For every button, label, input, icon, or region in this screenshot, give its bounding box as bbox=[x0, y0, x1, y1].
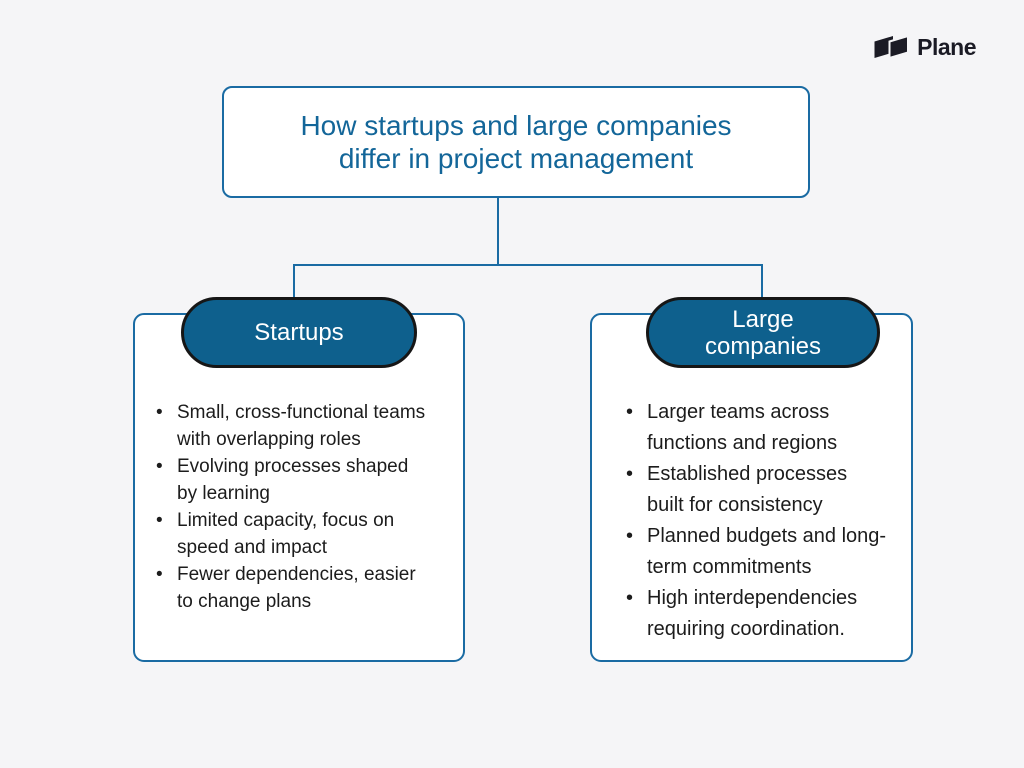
list-item: Small, cross-functional teams with overl… bbox=[156, 399, 427, 453]
title-box: How startups and large companies differ … bbox=[222, 86, 810, 198]
list-item: Established processes built for consiste… bbox=[626, 459, 887, 521]
list-item: Fewer dependencies, easier to change pla… bbox=[156, 561, 427, 615]
diagram-title-line2: differ in project management bbox=[338, 143, 694, 174]
large-companies-box: Larger teams across functions and region… bbox=[590, 313, 913, 662]
startups-bullet-list: Small, cross-functional teams with overl… bbox=[156, 399, 427, 615]
large-companies-header-line2: companies bbox=[704, 332, 822, 360]
large-companies-header-pill: Large companies bbox=[646, 297, 880, 368]
list-item: High interdependencies requiring coordin… bbox=[626, 583, 887, 645]
startups-box: Small, cross-functional teams with overl… bbox=[133, 313, 465, 662]
list-item: Larger teams across functions and region… bbox=[626, 397, 887, 459]
startups-header-label: Startups bbox=[254, 319, 344, 346]
diagram-title-line1: How startups and large companies bbox=[300, 110, 732, 141]
list-item: Limited capacity, focus on speed and imp… bbox=[156, 507, 427, 561]
large-companies-bullet-list: Larger teams across functions and region… bbox=[626, 397, 887, 645]
list-item: Planned budgets and long-term commitment… bbox=[626, 521, 887, 583]
startups-header-pill: Startups bbox=[181, 297, 417, 368]
brand-name: Plane bbox=[917, 33, 976, 60]
plane-logo-icon bbox=[874, 34, 910, 60]
large-companies-header-line1: Large bbox=[732, 305, 794, 333]
brand-logo: Plane bbox=[873, 33, 976, 61]
list-item: Evolving processes shaped by learning bbox=[156, 453, 427, 507]
diagram-title: How startups and large companies differ … bbox=[300, 109, 731, 175]
